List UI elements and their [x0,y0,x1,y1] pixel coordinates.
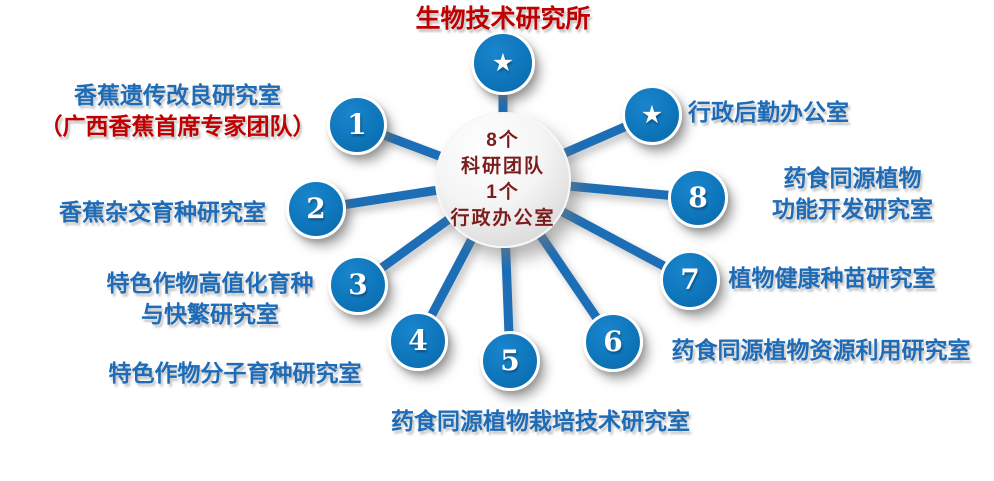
center-text-line: 1个 [486,182,520,203]
diagram-title: 生物技术研究所 [415,5,591,33]
center-text-line: 行政办公室 [450,208,556,229]
node-number: 2 [306,192,326,225]
node-circle-4: 4 [388,311,448,371]
node-label-4: 特色作物分子育种研究室 [108,360,362,386]
node-number: 3 [348,268,368,301]
node-circle-2: 2 [286,179,346,239]
node-circle-institute: ★ [471,31,535,95]
center-text-line: 科研团队 [460,156,545,177]
center-hub-circle: 8个 科研团队 1个 行政办公室 [435,112,571,248]
node-label-8: 药食同源植物 功能开发研究室 [735,163,970,225]
node-label-8-line2: 功能开发研究室 [772,196,933,222]
node-number: 5 [500,344,520,377]
node-number: 6 [603,325,623,358]
node-number: 7 [680,263,700,296]
star-icon: ★ [491,48,515,77]
node-label-1-line2: （广西香蕉首席专家团队） [39,113,316,139]
center-text-line: 8个 [486,130,520,151]
node-number: 4 [408,324,428,357]
node-circle-admin: ★ [622,85,682,145]
node-circle-5: 5 [480,331,540,391]
node-label-admin: 行政后勤办公室 [688,99,849,125]
node-label-7: 植物健康种苗研究室 [728,265,936,291]
node-circle-7: 7 [660,250,720,310]
node-circle-3: 3 [328,255,388,315]
node-label-1-line1: 香蕉遗传改良研究室 [74,82,281,108]
node-label-1: 香蕉遗传改良研究室 （广西香蕉首席专家团队） [15,80,340,142]
node-label-6: 药食同源植物资源利用研究室 [671,337,971,363]
node-number: 8 [688,181,708,214]
star-icon: ★ [640,100,664,129]
node-label-3-line2: 与快繁研究室 [141,301,279,327]
node-label-3: 特色作物高值化育种 与快繁研究室 [70,268,350,330]
node-label-3-line1: 特色作物高值化育种 [106,270,314,296]
node-label-2: 香蕉杂交育种研究室 [59,199,266,225]
node-circle-6: 6 [583,312,643,372]
node-label-8-line1: 药食同源植物 [783,165,922,191]
node-label-5: 药食同源植物栽培技术研究室 [391,408,690,434]
node-number: 1 [347,108,367,141]
node-circle-8: 8 [668,168,728,228]
node-circle-1: 1 [327,95,387,155]
